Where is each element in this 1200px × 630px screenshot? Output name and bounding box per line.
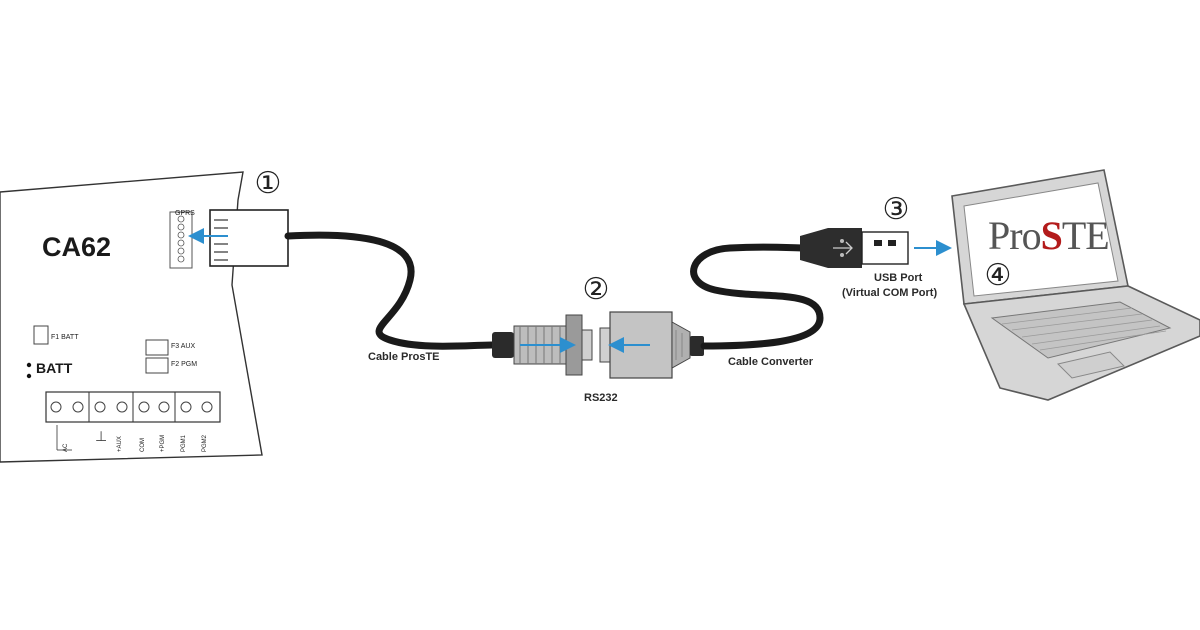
terminal-label-pgm: +PGM	[160, 434, 166, 452]
usb-port-label: USB Port	[874, 272, 923, 284]
panel-title: CA62	[42, 232, 112, 262]
flow-arrows	[188, 228, 952, 353]
step-3-marker: ③	[882, 193, 910, 226]
logo-prefix: Pro	[988, 213, 1042, 258]
proste-logo: ProSTE	[988, 212, 1110, 259]
logo-suffix: TE	[1061, 213, 1110, 258]
step-1-marker: ①	[254, 167, 282, 200]
rs232-label: RS232	[584, 392, 618, 404]
batt-label: BATT	[36, 360, 73, 376]
logo-accent: S	[1040, 213, 1063, 258]
f2-pgm-label: F2 PGM	[171, 361, 198, 368]
virtual-com-label: (Virtual COM Port)	[842, 287, 938, 299]
terminal-label-ac: AC	[63, 443, 69, 452]
terminal-label-ground: ⊥	[95, 428, 108, 444]
cable-converter-label: Cable Converter	[728, 356, 813, 368]
terminal-label-aux: +AUX	[117, 436, 123, 452]
gprs-label: GPRS	[175, 210, 195, 217]
f3-aux-label: F3 AUX	[171, 343, 196, 350]
step-2-marker: ②	[582, 273, 610, 306]
f1-batt-label: F1 BATT	[51, 334, 79, 341]
step-4-marker: ④	[984, 259, 1012, 292]
terminal-label-pgm1: PGM1	[181, 434, 187, 452]
terminal-label-com: COM	[140, 438, 146, 452]
cable-proste-label: Cable ProsTE	[368, 351, 440, 363]
ca62-panel	[0, 171, 263, 463]
terminal-label-pgm2: PGM2	[202, 434, 208, 452]
